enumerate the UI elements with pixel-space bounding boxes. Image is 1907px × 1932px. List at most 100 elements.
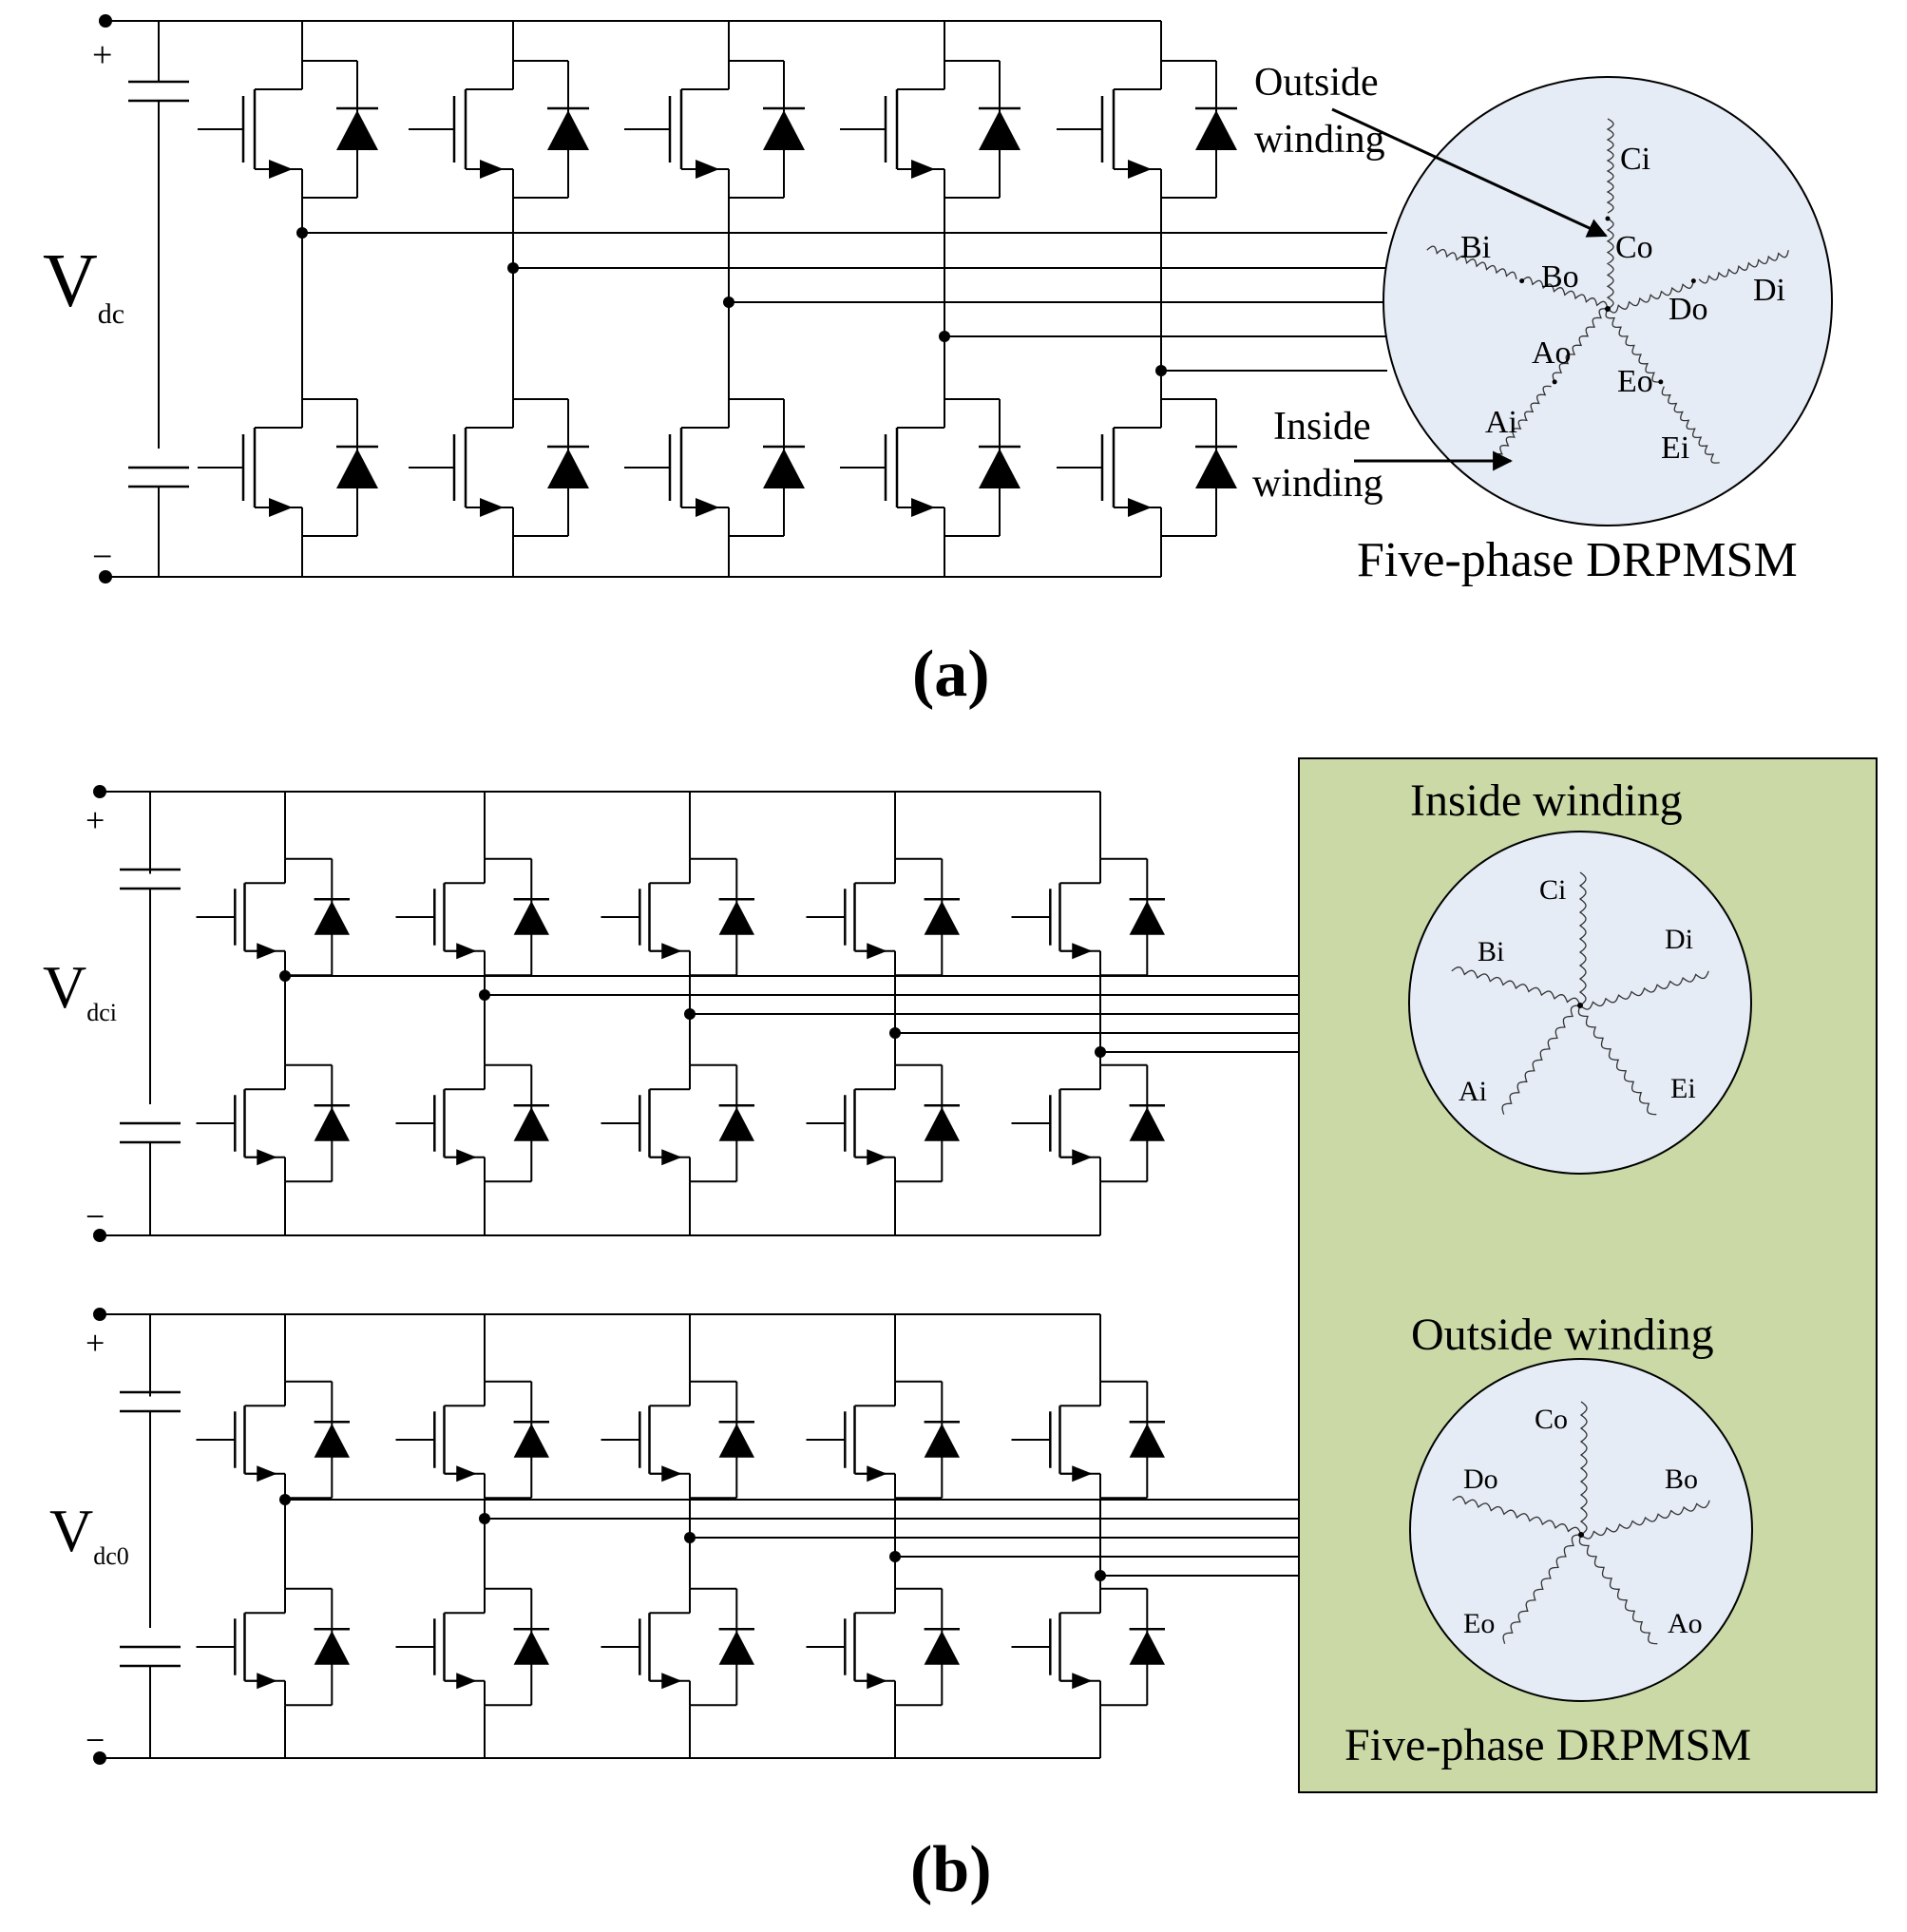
winding-coil-icon — [1521, 277, 1609, 310]
diode-icon — [1195, 110, 1237, 150]
phase-label-b-inside: Di — [1665, 924, 1693, 955]
junction-dot — [93, 1751, 106, 1765]
mosfet-switch-icon — [601, 1380, 754, 1500]
winding-coil-icon — [1698, 250, 1789, 284]
junction-dot — [99, 570, 112, 583]
winding-coil-icon — [1578, 1534, 1658, 1645]
panel-a: + − Vdc Outside winding Inside winding C… — [43, 14, 1833, 711]
diode-icon — [924, 1107, 960, 1141]
junction-dot — [507, 262, 519, 274]
phase-label-b-outside: Co — [1535, 1404, 1568, 1435]
phase-label-a: Bi — [1460, 230, 1491, 265]
dc-minus-a: − — [92, 537, 112, 577]
mosfet-switch-icon — [1057, 60, 1237, 199]
inverter-b-inside — [93, 785, 1299, 1242]
mosfet-switch-icon — [1057, 398, 1237, 537]
diode-icon — [513, 1107, 549, 1141]
winding-coil-icon — [1451, 966, 1581, 1006]
junction-dot — [1519, 278, 1525, 284]
machine-label-a: Five-phase DRPMSM — [1357, 533, 1798, 587]
winding-coil-icon — [1452, 1496, 1582, 1536]
diode-icon — [979, 110, 1020, 150]
arrow-icon — [1331, 107, 1608, 238]
junction-dot — [479, 1513, 490, 1524]
winding-coil-icon — [1606, 118, 1614, 214]
mosfet-switch-icon — [806, 1063, 960, 1183]
mosfet-switch-icon — [601, 857, 754, 977]
junction-dot — [479, 989, 490, 1001]
diode-icon — [1129, 1631, 1165, 1665]
junction-dot — [279, 1494, 291, 1505]
vdc-label-a: Vdc — [43, 239, 124, 330]
panel-caption-b: (b) — [910, 1833, 992, 1906]
diode-icon — [1195, 449, 1237, 488]
winding-coil-icon — [1501, 1004, 1581, 1115]
winding-coil-icon — [1493, 385, 1552, 464]
mosfet-switch-icon — [806, 857, 960, 977]
winding-coil-icon — [1552, 308, 1609, 383]
diode-icon — [718, 1107, 754, 1141]
winding-coil-icon — [1661, 386, 1720, 464]
diode-icon — [314, 1107, 350, 1141]
junction-dot — [889, 1027, 901, 1039]
outside-winding-label-1: Outside — [1254, 61, 1379, 105]
junction-dot — [93, 1308, 106, 1321]
winding-coil-icon — [1607, 280, 1695, 314]
mosfet-switch-icon — [196, 1587, 350, 1707]
phase-label-b-inside: Ci — [1539, 874, 1566, 906]
diode-icon — [547, 110, 589, 150]
diode-icon — [1129, 1107, 1165, 1141]
panel-caption-a: (a) — [912, 638, 990, 711]
mosfet-switch-icon — [601, 1587, 754, 1707]
panel-b: Inside winding Outside winding Five-phas… — [43, 757, 1878, 1906]
junction-dot — [1155, 365, 1167, 376]
phase-label-b-outside: Eo — [1463, 1608, 1495, 1639]
mosfet-switch-icon — [601, 1063, 754, 1183]
diode-icon — [314, 901, 350, 935]
mosfet-switch-icon — [840, 60, 1020, 199]
winding-coil-icon — [1502, 1534, 1582, 1644]
diode-icon — [513, 901, 549, 935]
inverter-a — [99, 14, 1387, 583]
junction-dot — [1552, 379, 1557, 385]
mosfet-switch-icon — [395, 1587, 549, 1707]
mosfet-switch-icon — [395, 1380, 549, 1500]
diode-icon — [718, 1631, 754, 1665]
diode-icon — [1129, 901, 1165, 935]
diode-icon — [336, 449, 378, 488]
junction-dot — [1095, 1570, 1106, 1581]
diode-icon — [924, 901, 960, 935]
dc-minus-b2: − — [86, 1721, 105, 1759]
mosfet-switch-icon — [198, 60, 378, 199]
mosfet-switch-icon — [1011, 1380, 1165, 1500]
inverter-b-outside — [93, 1308, 1299, 1765]
machine-label-b: Five-phase DRPMSM — [1344, 1720, 1751, 1770]
winding-coil-icon — [1577, 1004, 1657, 1116]
phase-label-b-inside: Ai — [1459, 1076, 1487, 1107]
junction-dot — [99, 14, 112, 28]
motor-b-windings — [1451, 871, 1710, 1645]
junction-dot — [93, 785, 106, 798]
junction-dot — [684, 1008, 696, 1020]
mosfet-switch-icon — [1011, 1587, 1165, 1707]
mosfet-switch-icon — [196, 1063, 350, 1183]
diode-icon — [314, 1631, 350, 1665]
dc-plus-a: + — [92, 35, 112, 75]
phase-label-a: Eo — [1617, 364, 1653, 399]
junction-dot — [1578, 1532, 1584, 1538]
winding-coil-icon — [1579, 970, 1709, 1010]
winding-coil-icon — [1579, 1401, 1588, 1536]
diode-icon — [314, 1424, 350, 1458]
diode-icon — [924, 1631, 960, 1665]
mosfet-switch-icon — [624, 60, 805, 199]
inside-winding-label-2: winding — [1252, 462, 1383, 506]
dc-plus-b2: + — [86, 1324, 105, 1362]
junction-dot — [1690, 278, 1696, 284]
phase-label-a: Ci — [1620, 142, 1650, 177]
winding-coil-icon — [1606, 218, 1614, 310]
diode-icon — [513, 1424, 549, 1458]
phase-label-a: Di — [1753, 273, 1785, 308]
diode-icon — [513, 1631, 549, 1665]
diode-icon — [718, 901, 754, 935]
